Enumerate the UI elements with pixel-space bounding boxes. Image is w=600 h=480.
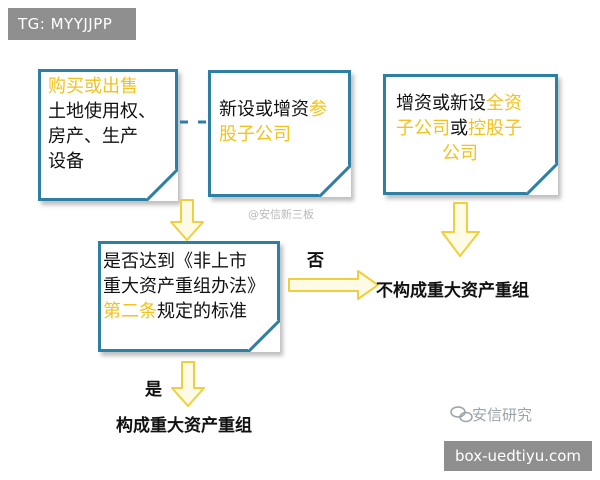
result-not-major-restructuring: 不构成重大资产重组 [376, 281, 529, 301]
logo-text: 安信研究 [472, 406, 533, 424]
box4-line3b: 规定的标准 [157, 301, 247, 322]
down-arrow-icon [170, 199, 204, 241]
box-new-or-invest-subsidiary: 新设或增资参 股子公司 [208, 70, 351, 197]
yes-label: 是 [145, 380, 162, 400]
box4-line2: 重大资产重组办法》 [103, 276, 265, 297]
page-fold-icon [146, 169, 178, 201]
box4-line1: 是否达到《非上市 [103, 251, 247, 272]
box1-line2: 土地使用权、 [48, 101, 156, 122]
box-standard-check: 是否达到《非上市 重大资产重组办法》 第二条规定的标准 [98, 241, 280, 352]
site-tag: box-uedtiyu.com [444, 441, 592, 471]
page-fold-icon [248, 320, 280, 352]
page-fold-icon [319, 165, 351, 197]
box1-line1: 购买或出售 [48, 76, 138, 97]
box3-line1a: 增资或新设 [396, 93, 486, 114]
box1-line3: 房产、生产 [48, 126, 138, 147]
box3-line3: 公司 [442, 143, 478, 164]
box3-line2b: 或 [450, 118, 468, 139]
box3-line2c: 控股子 [468, 118, 522, 139]
box2-line1a: 新设或增资 [219, 99, 309, 120]
box2-line2: 股子公司 [219, 124, 291, 145]
no-label: 否 [307, 251, 324, 271]
box2-line1b: 参 [309, 99, 327, 120]
watermark-text: @安信新三板 [248, 208, 314, 221]
right-arrow-icon [288, 270, 379, 300]
box-buy-sell-assets: 购买或出售 土地使用权、 房产、生产 设备 [38, 69, 178, 201]
tg-tag: TG: MYYJJPP [8, 8, 136, 40]
down-arrow-icon [171, 361, 205, 407]
box4-line3a: 第二条 [103, 301, 157, 322]
box3-line2a: 子公司 [396, 118, 450, 139]
box1-line4: 设备 [48, 151, 84, 172]
down-arrow-icon [441, 202, 480, 257]
box3-line1b: 全资 [486, 93, 522, 114]
page-fold-icon [526, 163, 558, 195]
box-wholly-or-controlled-subsidiary: 增资或新设全资 子公司或控股子 公司 [383, 74, 558, 195]
result-major-restructuring: 构成重大资产重组 [116, 416, 252, 436]
